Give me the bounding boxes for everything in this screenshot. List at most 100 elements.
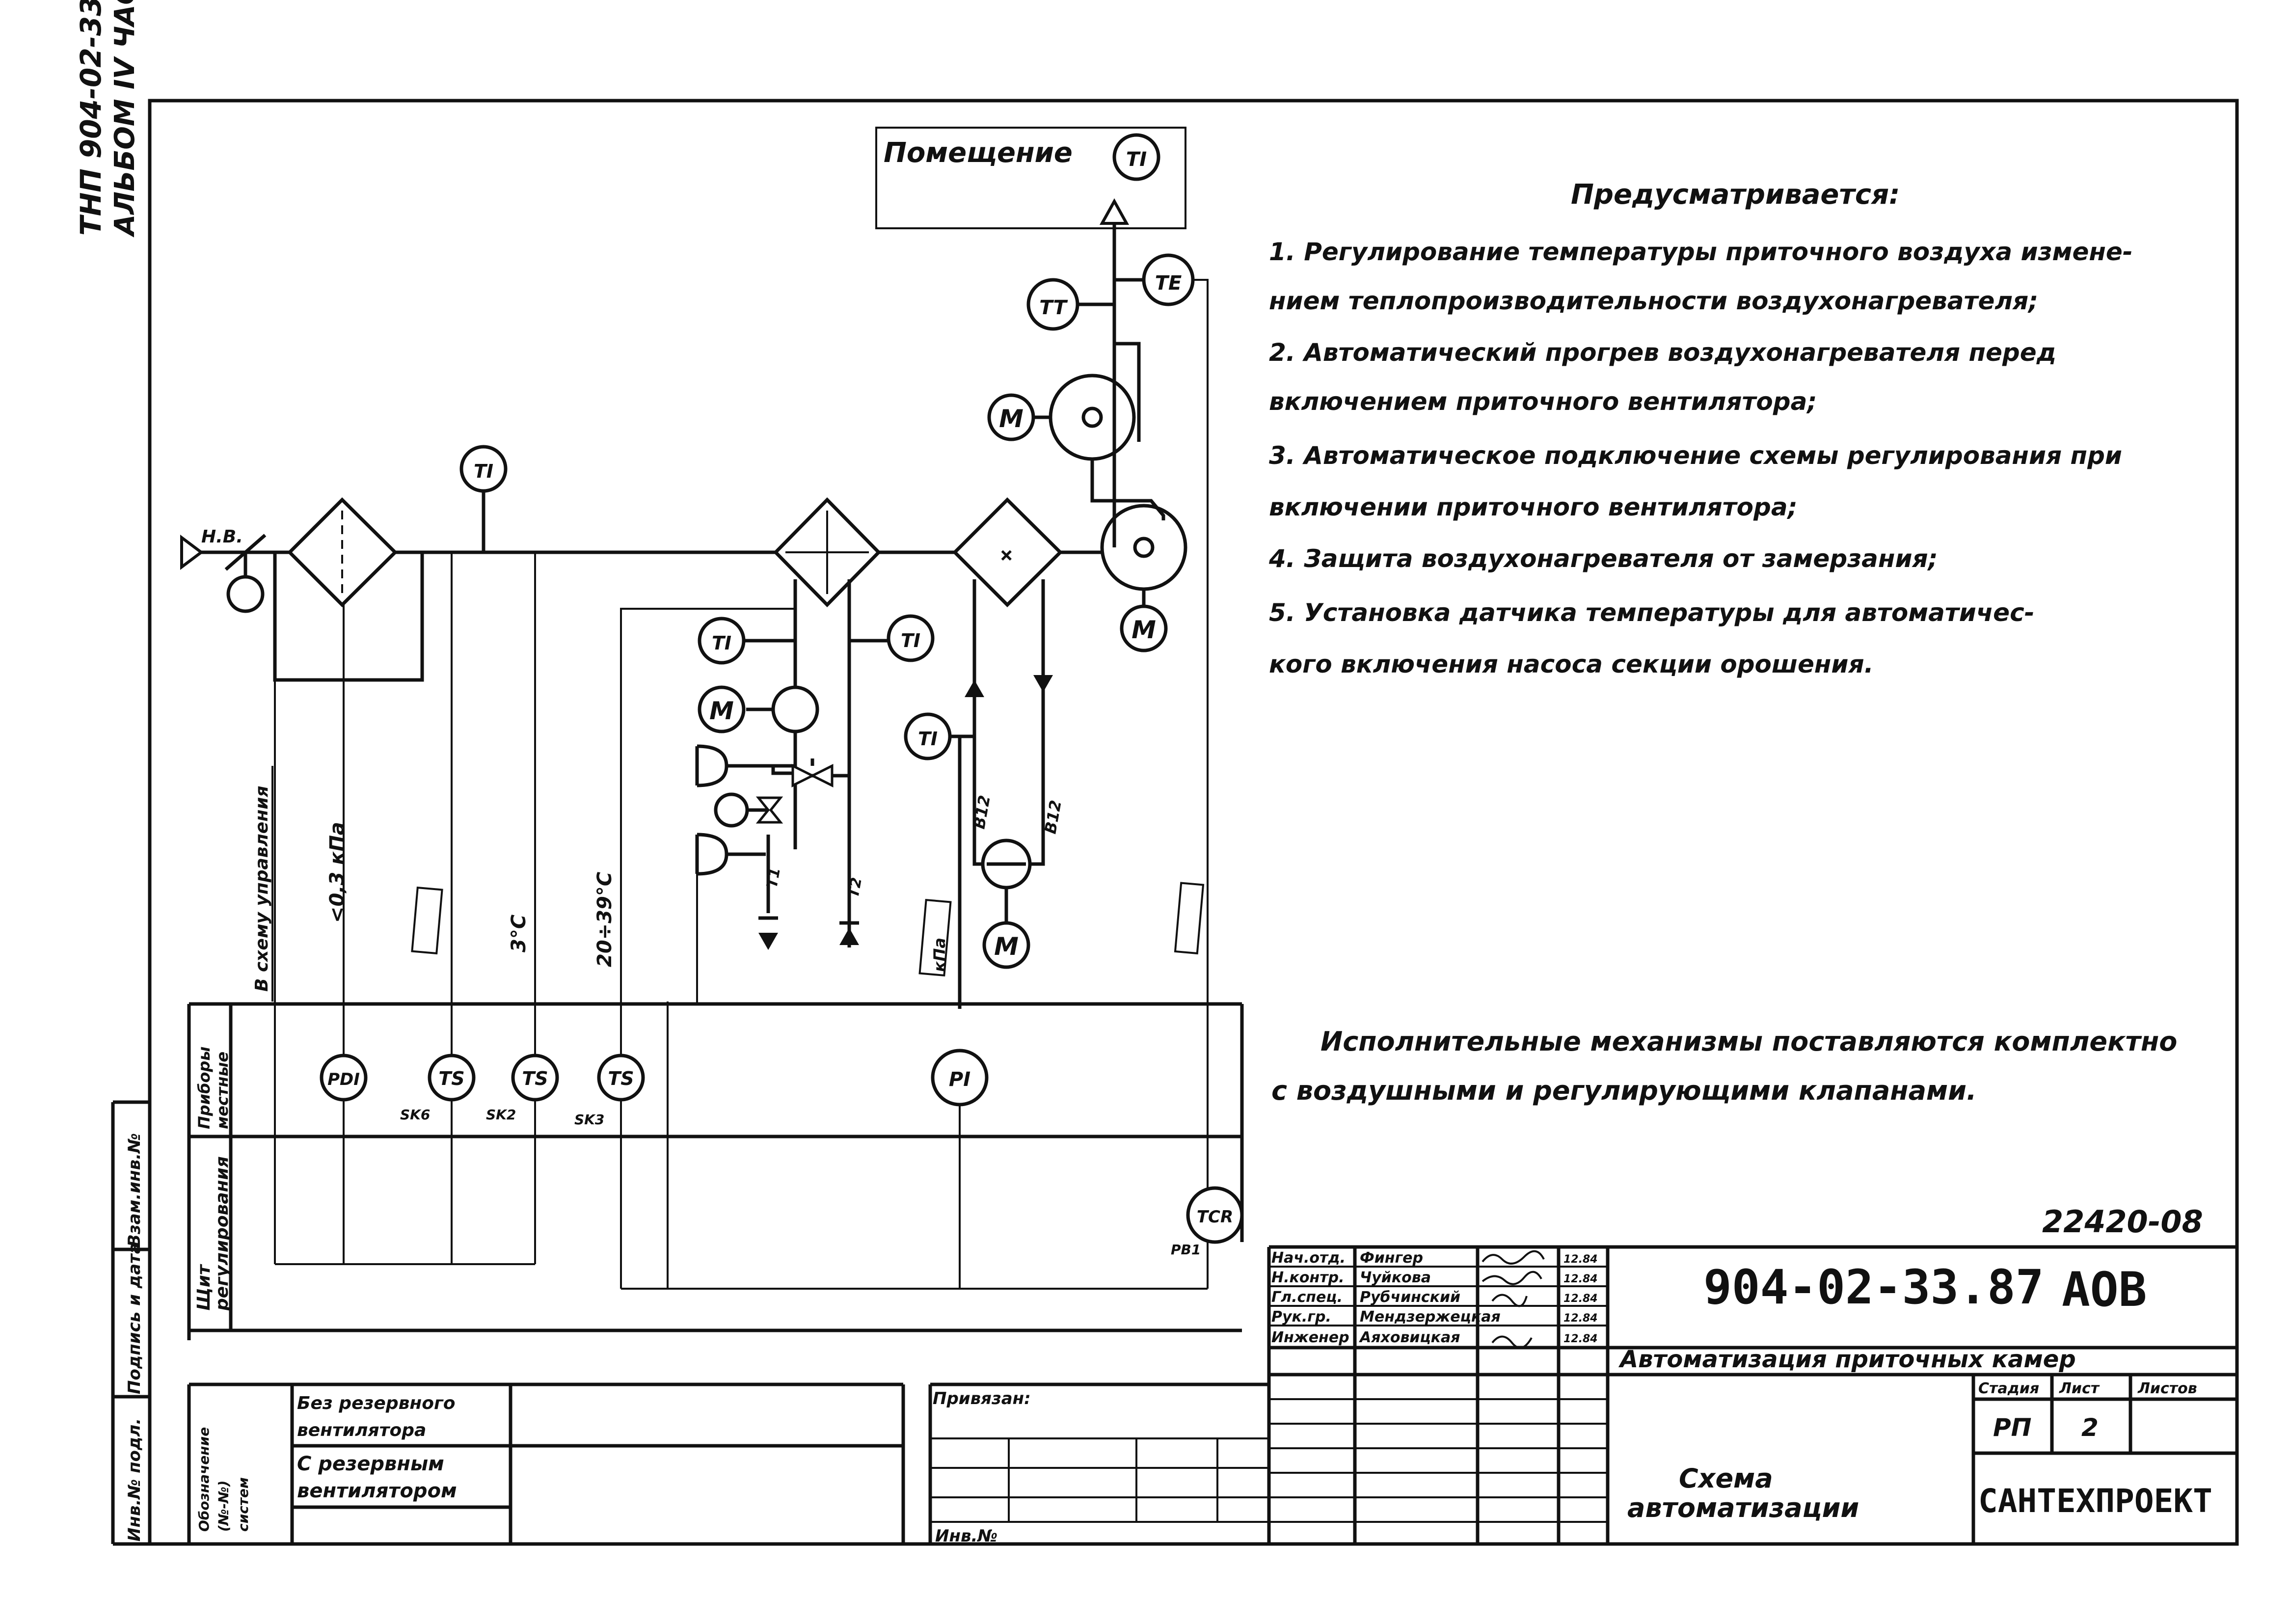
irrigation-pump-motor-icon <box>982 921 1030 969</box>
sheet-value: 2 <box>2081 1413 2099 1442</box>
svg-text:TE: TE <box>1155 272 1182 295</box>
svg-text:Аяховицкая: Аяховицкая <box>1359 1329 1460 1346</box>
signature-scribble-4 <box>1491 1335 1533 1349</box>
variant-2-line-1: С резервным <box>297 1453 444 1475</box>
svg-text:2. Автоматический прогрев возд: 2. Автоматический прогрев воздухонагрева… <box>1269 338 2056 367</box>
svg-text:M: M <box>709 697 734 725</box>
svg-text:нием теплопроизводительности: нием теплопроизводительности воздухонагр… <box>1269 287 2038 315</box>
designation-header-1: Обозначение <box>196 1427 212 1532</box>
svg-text:Мендзержецкая: Мендзержецкая <box>1360 1308 1501 1326</box>
svg-text:M: M <box>994 932 1019 961</box>
variant-1-line-1: Без резервного <box>297 1393 456 1413</box>
svg-text:TCR: TCR <box>1197 1207 1233 1227</box>
tag-sk3: SK3 <box>574 1111 604 1128</box>
supply-arrow-icon <box>1099 198 1130 225</box>
heater-valve-actuator-icon <box>771 685 819 733</box>
heater-ti-right-instrument <box>887 614 935 662</box>
svg-text:ТНП 904-02-33.87: ТНП 904-02-33.87 <box>74 0 108 236</box>
heater-ti-left-instrument <box>698 617 746 665</box>
variant-1-line-2: вентилятора <box>297 1420 426 1440</box>
tag-sk1: SK6 <box>400 1107 430 1123</box>
pressure-setting-label: <0,3 кПа <box>326 822 349 923</box>
svg-text:TI: TI <box>1126 148 1147 171</box>
duct-ti-instrument <box>459 445 508 493</box>
notes-footer-1: Исполнительные механизмы поставляются ко… <box>1320 1026 2177 1057</box>
svg-text:12.84: 12.84 <box>1563 1293 1598 1305</box>
pipe-label-t2: Т2 <box>845 876 865 899</box>
tag-rb1: PB1 <box>1171 1242 1201 1258</box>
svg-text:включением приточного вентилят: включением приточного вентилятора; <box>1269 387 1817 416</box>
temp-setting-1-label: 3°С <box>508 915 530 952</box>
row-label-local-1: Приборы <box>195 1047 214 1129</box>
organization-name: САНТЕХПРОЕКТ <box>1978 1482 2212 1520</box>
project-title: Автоматизация приточных камер <box>1618 1346 2076 1373</box>
row-label-board-2: регулирования <box>212 1156 232 1311</box>
tcr-instrument <box>1186 1186 1244 1244</box>
main-fan: M <box>1090 459 1187 652</box>
heater-2-icon <box>952 497 1063 607</box>
svg-text:TS: TS <box>608 1068 634 1089</box>
drawing-number-small: 22420-08 <box>2042 1204 2203 1240</box>
inventory-label: Инв.№ <box>935 1526 997 1546</box>
svg-text:Чуйкова: Чуйкова <box>1360 1269 1431 1286</box>
svg-text:M: M <box>1132 616 1156 644</box>
room-box <box>875 127 1186 229</box>
signature-list: Нач.отд. Фингер 12.84 Н.контр. Чуйкова 1… <box>1271 1249 1598 1346</box>
notes-footer-2: с воздушными и регулирующими клапанами. <box>1271 1075 1977 1106</box>
reserve-fan: M <box>987 342 1141 461</box>
strip-text-2: Подпись и дата <box>125 1243 144 1394</box>
row-label-board-1: Щит <box>194 1264 214 1311</box>
svg-text:×: × <box>1000 542 1013 568</box>
svg-text:1. Регулирование температуры п: 1. Регулирование температуры приточного … <box>1269 238 2133 266</box>
notes-heading: Предусматривается: <box>1571 179 1900 211</box>
svg-text:Инженер: Инженер <box>1271 1329 1349 1346</box>
pipe-arrow-down-icon-1 <box>758 933 778 950</box>
drawing-title-2: автоматизации <box>1627 1492 1859 1523</box>
svg-text:3. Автоматическое подключение: 3. Автоматическое подключение схемы регу… <box>1269 441 2122 470</box>
filter-icon <box>287 497 398 607</box>
sheets-header: Листов <box>2137 1380 2197 1397</box>
kpa-label: кПа <box>930 938 949 972</box>
svg-text:PDI: PDI <box>327 1070 360 1089</box>
tag-sk2: SK2 <box>486 1107 516 1123</box>
designation-header-3: систем <box>235 1477 251 1532</box>
svg-text:PI: PI <box>949 1068 970 1091</box>
heater-pump-motor-icon <box>698 685 746 733</box>
svg-text:12.84: 12.84 <box>1563 1253 1598 1266</box>
room-ti-instrument <box>1112 133 1160 181</box>
svg-text:кого включения насоса секции: кого включения насоса секции орошения. <box>1269 650 1874 678</box>
valve-actuator-icon <box>226 575 265 613</box>
svg-text:5. Установка датчика температу: 5. Установка датчика температуры для авт… <box>1269 598 2034 627</box>
svg-text:АЛЬБОМ IV ЧАСТЬ 1: АЛЬБОМ IV ЧАСТЬ 1 <box>109 0 141 238</box>
pipe-arrow-up-icon-2 <box>965 680 984 697</box>
svg-text:TI: TI <box>901 630 920 651</box>
svg-text:Н.контр.: Н.контр. <box>1271 1269 1344 1286</box>
svg-text:12.84: 12.84 <box>1563 1312 1598 1325</box>
svg-text:Фингер: Фингер <box>1360 1249 1423 1267</box>
stage-header: Стадия <box>1978 1380 2039 1397</box>
svg-text:Нач.отд.: Нач.отд. <box>1271 1249 1346 1267</box>
valve-label: Н.В. <box>201 527 243 547</box>
signature-scribble-3 <box>1491 1294 1528 1307</box>
notes-list: 1. Регулирование температуры приточного … <box>1268 238 2133 678</box>
svg-text:TI: TI <box>918 728 938 750</box>
side-label: ТНП 904-02-33.87 АЛЬБОМ IV ЧАСТЬ 1 <box>74 0 141 238</box>
title-block <box>1267 1245 2237 1544</box>
sheet-code: АОВ <box>2062 1262 2147 1317</box>
svg-text:Рук.гр.: Рук.гр. <box>1271 1308 1331 1326</box>
drawing-title-1: Схема <box>1679 1463 1773 1494</box>
svg-text:TI: TI <box>712 632 731 654</box>
svg-text:4. Защита воздухонагревателя о: 4. Защита воздухонагревателя от замерзан… <box>1268 544 1938 573</box>
signature-scribble-1 <box>1482 1250 1545 1265</box>
strip-text-3: Инв.№ подл. <box>125 1418 144 1542</box>
to-control-scheme-label: В схему управления <box>252 785 272 992</box>
temp-setting-2-label: 20÷39°С <box>593 872 616 967</box>
svg-text:TS: TS <box>522 1068 548 1089</box>
designation-header-2: (№-№) <box>216 1480 232 1532</box>
svg-text:12.84: 12.84 <box>1563 1273 1598 1285</box>
attached-label: Привязан: <box>933 1389 1031 1408</box>
reserve-fan-motor-icon <box>987 393 1035 441</box>
room-label: Помещение <box>884 137 1073 169</box>
pipe-label-t1: Т1 <box>763 866 784 890</box>
